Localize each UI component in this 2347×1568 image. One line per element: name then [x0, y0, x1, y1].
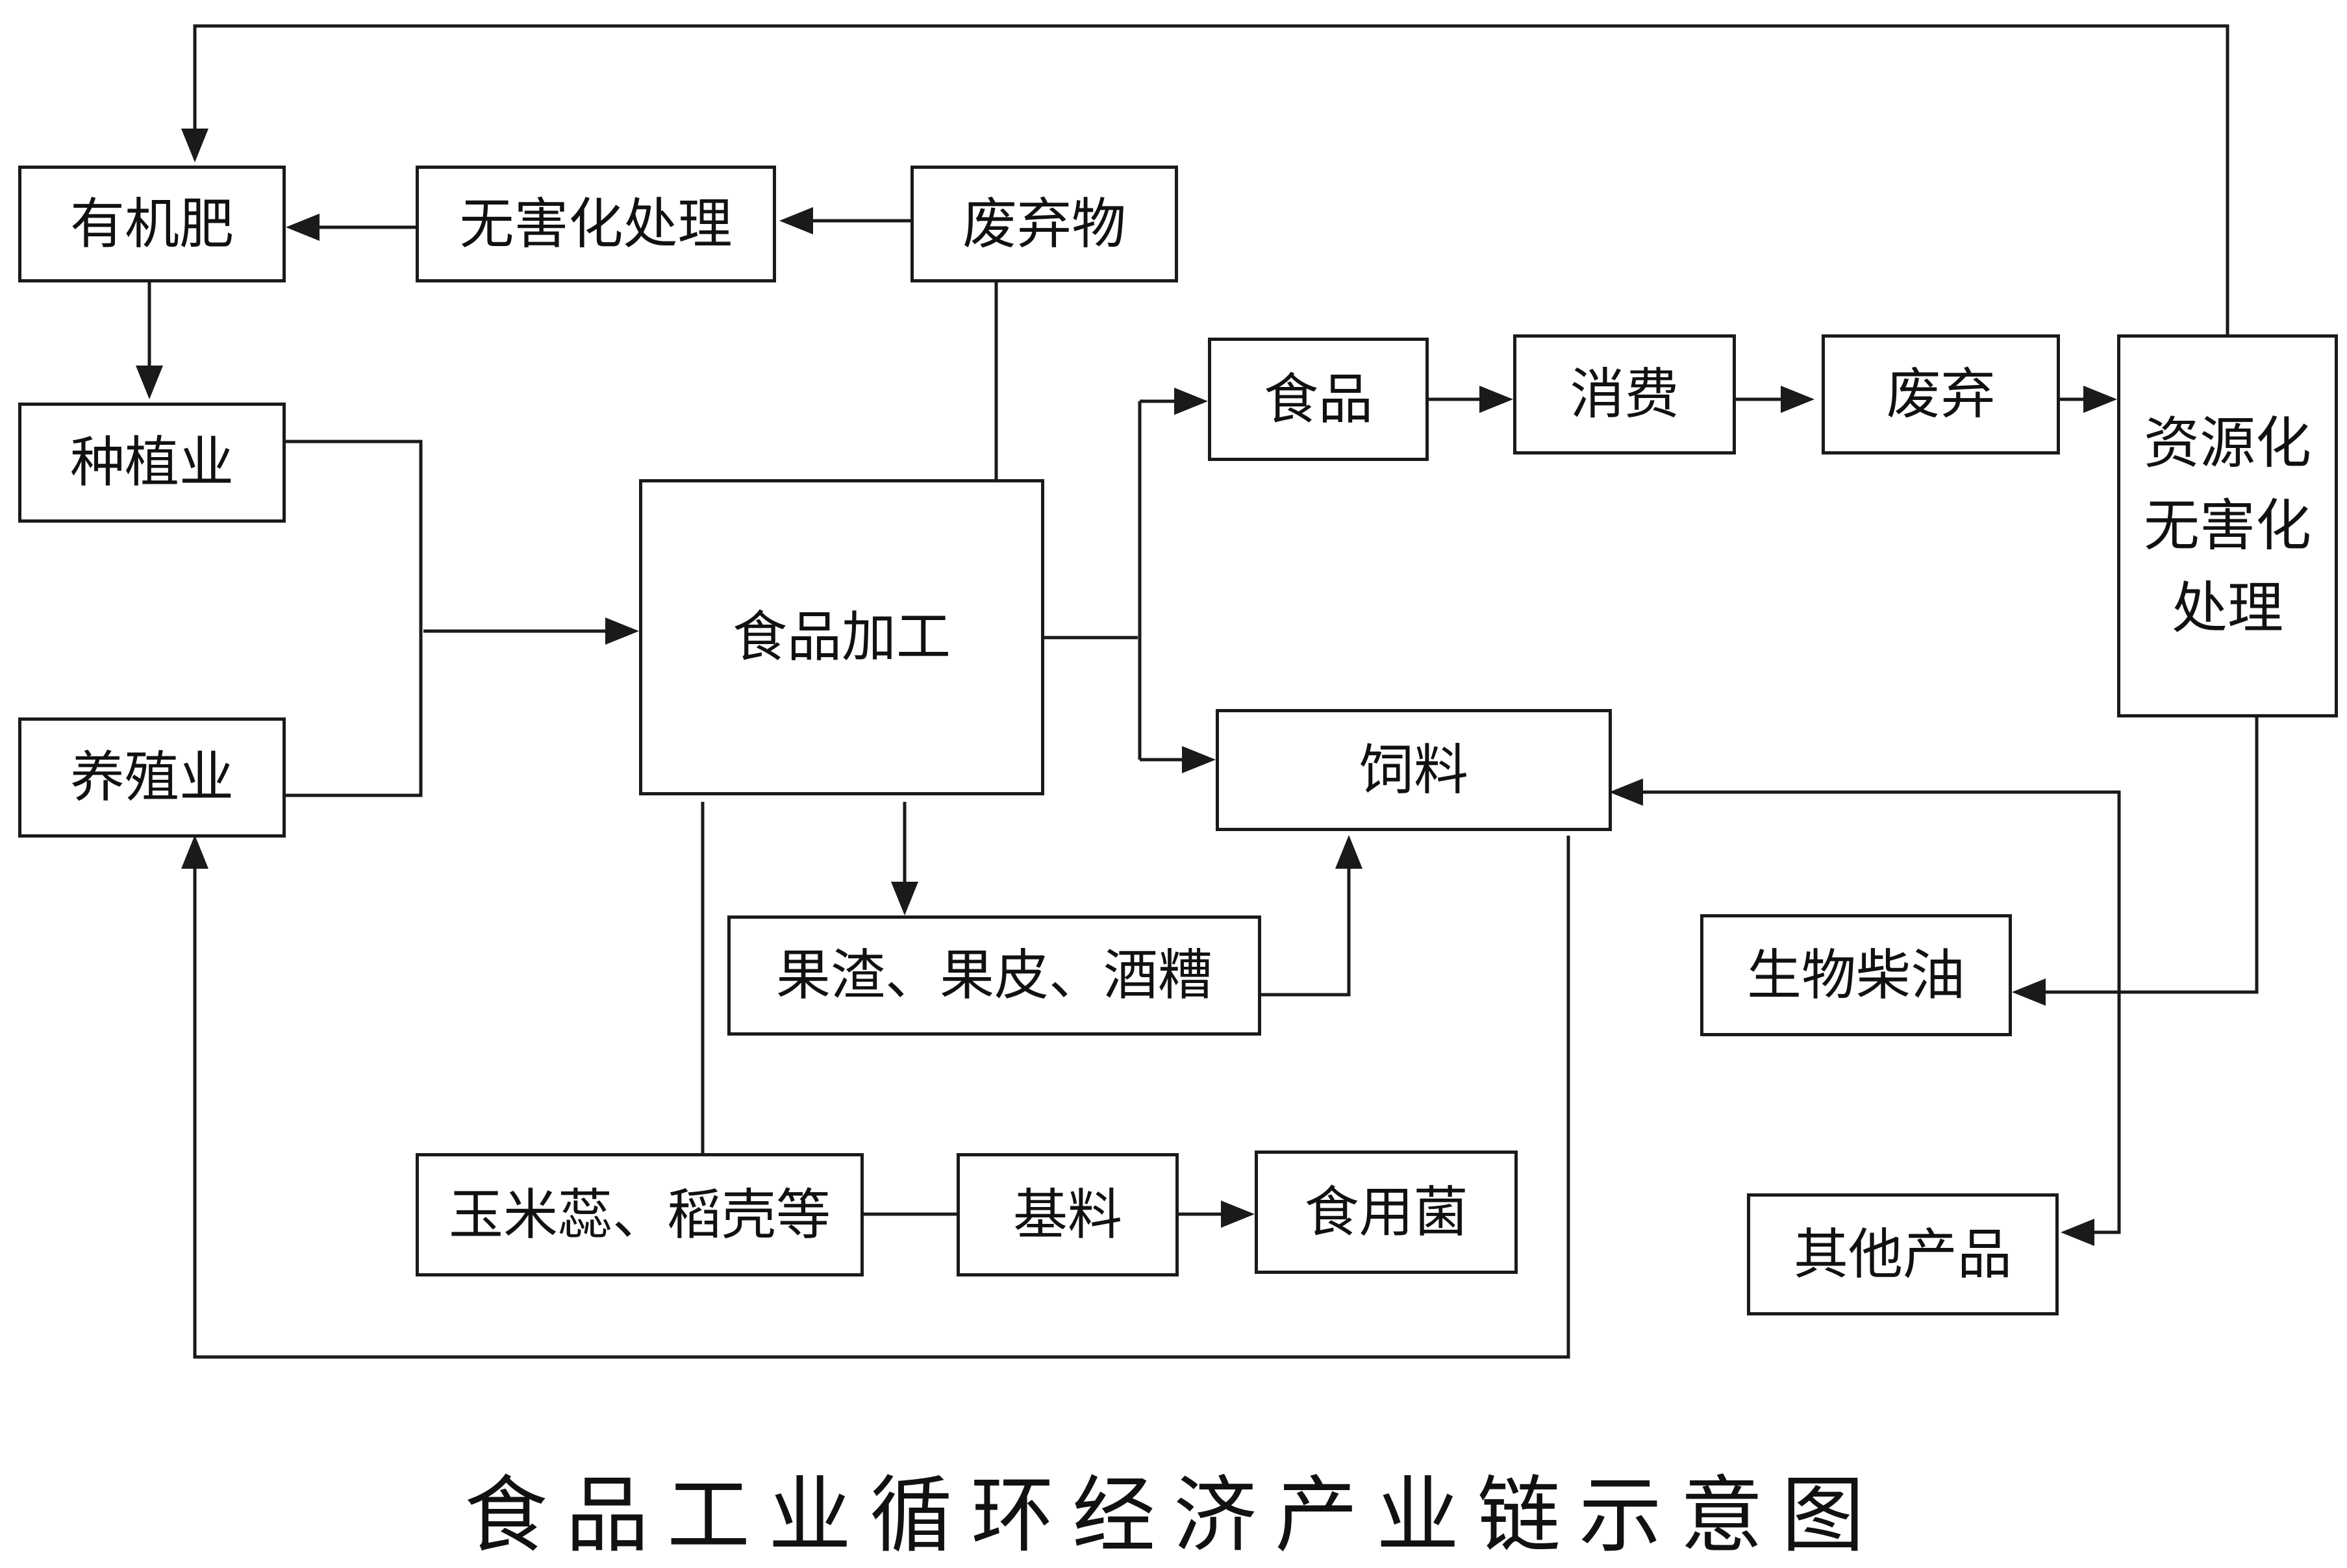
node-waste-material: 废弃物 — [910, 166, 1178, 282]
node-feed: 饲料 — [1216, 709, 1612, 831]
arrowhead-breeding — [181, 835, 208, 869]
node-harmless-treatment: 无害化处理 — [416, 166, 776, 282]
node-other-products: 其他产品 — [1747, 1193, 2059, 1315]
arrowhead-biodiesel — [2012, 978, 2046, 1006]
edge-resource-to-fertilizer — [193, 24, 2229, 334]
node-food-processing: 食品加工 — [639, 479, 1044, 795]
edge-planting-branch — [286, 440, 423, 797]
arrowhead-food-processing — [605, 617, 639, 645]
node-biodiesel: 生物柴油 — [1700, 914, 2012, 1036]
arrowhead-pomace — [891, 882, 918, 915]
arrowhead-planting — [136, 366, 163, 399]
arrowhead-feed-from-resource — [1609, 778, 1643, 806]
arrowhead-other-products — [2061, 1219, 2094, 1246]
arrowhead-feed-from-pomace — [1335, 835, 1362, 869]
arrowhead-discard — [1781, 386, 1814, 413]
node-corncob: 玉米蕊、稻壳等 — [416, 1153, 864, 1276]
arrowhead-food — [1174, 388, 1208, 415]
arrowhead-feed-from-processing — [1182, 746, 1216, 773]
node-organic-fertilizer: 有机肥 — [18, 166, 286, 282]
node-planting: 种植业 — [18, 403, 286, 523]
edge-pomace-to-feed — [1261, 869, 1351, 997]
node-consumption: 消费 — [1513, 334, 1736, 454]
edge-feed-to-other-products — [1643, 790, 2121, 1234]
node-breeding: 养殖业 — [18, 717, 286, 838]
arrowhead-fertilizer-from-resource — [181, 129, 208, 162]
edge-feed-to-breeding — [193, 836, 1570, 1359]
diagram-caption: 食品工业循环经济产业链示意图 — [464, 1467, 1883, 1564]
arrowhead-organic-fertilizer — [286, 214, 320, 241]
node-pomace: 果渣、果皮、酒糟 — [727, 915, 1261, 1036]
node-discard: 废弃 — [1822, 334, 2060, 454]
arrowhead-harmless-treatment — [779, 207, 813, 234]
arrowhead-consumption — [1479, 386, 1513, 413]
arrowhead-edible-fungi — [1221, 1201, 1255, 1228]
node-substrate: 基料 — [957, 1153, 1179, 1276]
node-resource-treatment: 资源化无害化处理 — [2117, 334, 2338, 717]
arrowhead-resource-treatment — [2083, 386, 2117, 413]
node-edible-fungi: 食用菌 — [1255, 1151, 1518, 1274]
edge-resource-to-biodiesel — [2046, 717, 2259, 994]
node-food: 食品 — [1208, 338, 1429, 461]
